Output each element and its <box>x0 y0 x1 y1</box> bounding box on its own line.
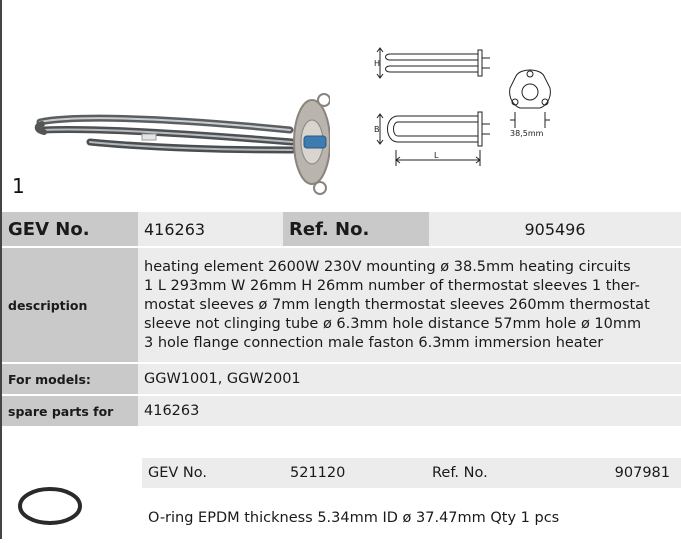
spare-part-block: GEV No. 521120 Ref. No. 907981 O-ring EP… <box>2 458 681 539</box>
description-row: description heating element 2600W 230V m… <box>2 247 681 364</box>
description-line: 3 hole flange connection male faston 6.3… <box>144 334 604 351</box>
description-line: mostat sleeves ø 7mm length thermostat s… <box>144 296 650 313</box>
spare-ref-label: Ref. No. <box>432 465 488 481</box>
models-label: For models: <box>2 363 138 396</box>
models-value: GGW1001, GGW2001 <box>138 363 681 396</box>
description-line: 1 L 293mm W 26mm H 26mm number of thermo… <box>144 277 640 294</box>
description-line: sleeve not clinging tube ø 6.3mm hole di… <box>144 315 642 332</box>
spec-table: GEV No. 416263 Ref. No. 905496 descripti… <box>2 212 681 428</box>
drawing-flange-dimension: 38,5mm <box>510 129 544 138</box>
spare-gev-label: GEV No. <box>148 465 207 481</box>
gev-label: GEV No. <box>2 212 138 248</box>
o-ring-image <box>2 458 138 539</box>
ref-label: Ref. No. <box>283 212 429 248</box>
description-label: description <box>2 247 138 364</box>
description-line: heating element 2600W 230V mounting ø 38… <box>144 258 631 275</box>
drawing-label-l: L <box>434 151 439 160</box>
technical-drawing: H B L 38,5mm <box>374 47 551 166</box>
gev-value: 416263 <box>138 212 283 248</box>
description-value: heating element 2600W 230V mounting ø 38… <box>138 247 681 364</box>
spare-header: GEV No. 521120 Ref. No. 907981 <box>142 458 681 488</box>
drawing-label-b: B <box>374 125 380 134</box>
spare-ref-value: 907981 <box>614 465 670 481</box>
product-image-area: H B L 38,5mm 1 <box>2 0 681 212</box>
spare-parts-label: spare parts for <box>2 395 138 428</box>
left-border <box>0 0 2 539</box>
o-ring-icon <box>18 487 82 525</box>
heating-element-photo <box>34 93 330 195</box>
spare-parts-value: 416263 <box>138 395 681 428</box>
spare-parts-row: spare parts for 416263 <box>2 395 681 428</box>
gev-row: GEV No. 416263 Ref. No. 905496 <box>2 212 681 248</box>
spare-gev-value: 521120 <box>290 465 346 481</box>
drawing-label-h: H <box>374 59 380 68</box>
spare-description: O-ring EPDM thickness 5.34mm ID ø 37.47m… <box>148 510 560 526</box>
item-number: 1 <box>12 174 25 198</box>
ref-value: 905496 <box>429 212 681 248</box>
models-row: For models: GGW1001, GGW2001 <box>2 363 681 396</box>
